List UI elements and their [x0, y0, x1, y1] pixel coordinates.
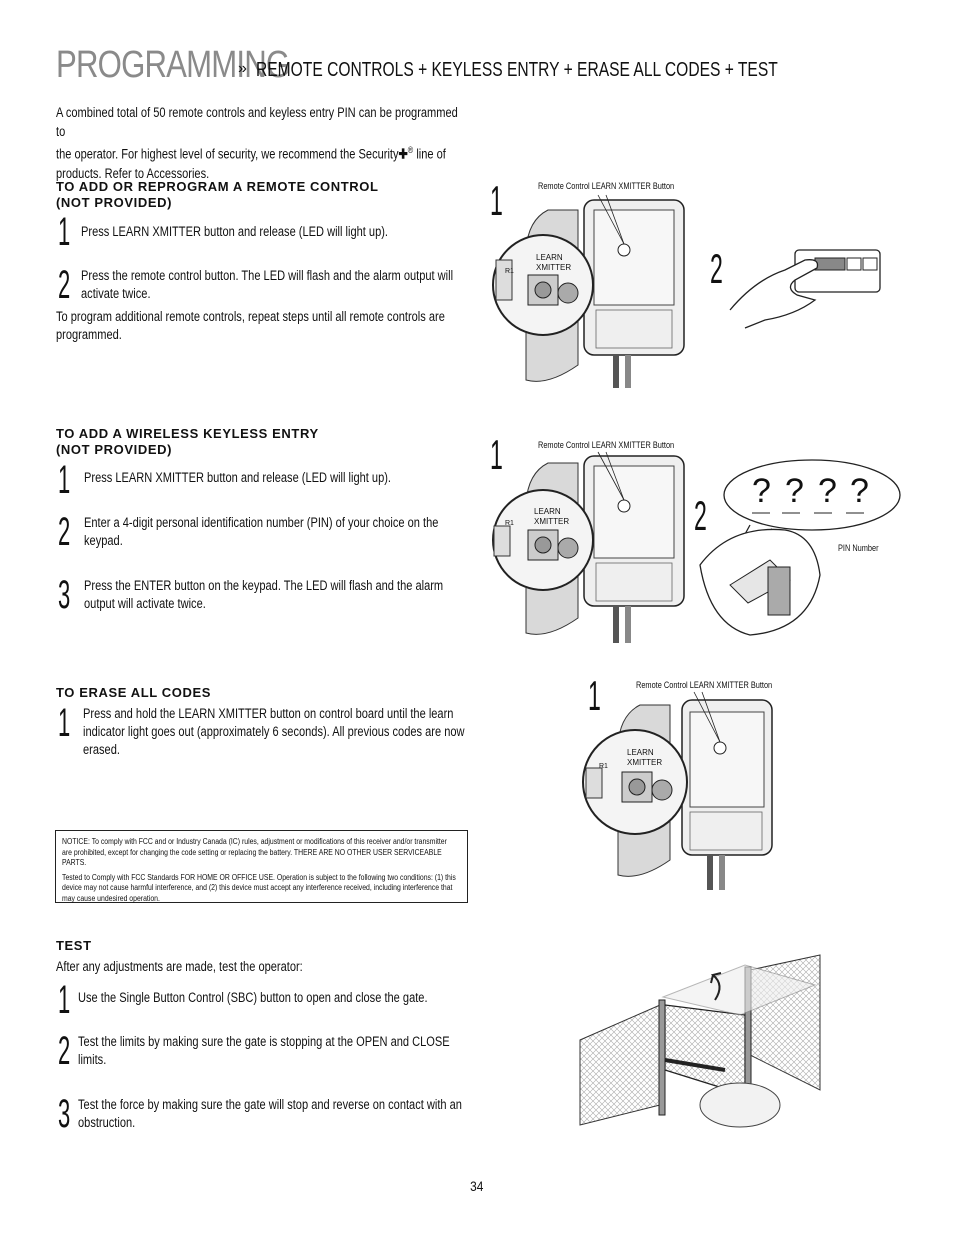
pin-digit: ?	[785, 472, 804, 510]
remote-note: To program additional remote controls, r…	[56, 309, 445, 342]
step-number: 1	[58, 210, 71, 254]
step-text: Press the remote control button. The LED…	[81, 268, 454, 301]
r1-label: R1	[505, 520, 514, 527]
keyless-heading: TO ADD A WIRELESS KEYLESS ENTRY (NOT PRO…	[56, 426, 319, 457]
notice-paragraph-2: Tested to Comply with FCC Standards FOR …	[62, 872, 456, 903]
pin-digit: ?	[818, 472, 837, 510]
step-number: 3	[58, 573, 71, 617]
learn-xmitter-label: LEARN XMITTER	[536, 253, 572, 272]
intro-paragraph: A combined total of 50 remote controls a…	[56, 103, 466, 183]
pin-digit: ?	[850, 472, 869, 510]
intro-line-2: the operator. For highest level of secur…	[56, 145, 446, 162]
page-number: 34	[470, 1178, 484, 1194]
pin-number-label: PIN Number	[838, 543, 879, 553]
control-board-illustration	[582, 691, 773, 890]
step-text: Test the limits by making sure the gate …	[78, 1034, 450, 1067]
r1-label: R1	[505, 268, 514, 275]
test-heading: TEST	[56, 938, 92, 953]
step-text: Press LEARN XMITTER button and release (…	[81, 224, 389, 239]
title-separator: »	[238, 60, 247, 77]
control-board-illustration	[492, 451, 685, 643]
step-text: Use the Single Button Control (SBC) butt…	[78, 990, 428, 1005]
figure-step-number: 2	[710, 245, 723, 292]
step-number: 2	[58, 263, 71, 307]
test-intro: After any adjustments are made, test the…	[56, 959, 303, 974]
page-subtitle: REMOTE CONTROLS + KEYLESS ENTRY + ERASE …	[256, 59, 778, 81]
page-title: PROGRAMMING	[56, 44, 290, 87]
r1-label: R1	[599, 763, 608, 770]
figure-step-number: 1	[588, 672, 601, 719]
step-number: 2	[58, 1029, 71, 1073]
intro-line-1: A combined total of 50 remote controls a…	[56, 105, 458, 139]
figure-step-number: 1	[490, 431, 503, 478]
step-text: Press and hold the LEARN XMITTER button …	[83, 706, 465, 757]
learn-xmitter-label: LEARN XMITTER	[627, 748, 663, 767]
step-number: 3	[58, 1092, 71, 1136]
control-board-illustration	[492, 194, 685, 388]
step-number: 1	[58, 978, 71, 1022]
step-text: Test the force by making sure the gate w…	[78, 1097, 462, 1130]
security-plus-icon: ✚	[398, 146, 408, 162]
intro-line-3: products. Refer to Accessories.	[56, 165, 210, 181]
figure-caption: Remote Control LEARN XMITTER Button	[538, 440, 675, 450]
erase-heading: TO ERASE ALL CODES	[56, 685, 212, 700]
figure-caption: Remote Control LEARN XMITTER Button	[636, 680, 773, 690]
gate-test-illustration	[579, 954, 821, 1128]
figure-step-number: 2	[694, 492, 707, 539]
fcc-notice-box: NOTICE: To comply with FCC and or Indust…	[55, 830, 468, 903]
figure-caption: Remote Control LEARN XMITTER Button	[538, 181, 675, 191]
remote-control-hand-illustration	[729, 249, 881, 329]
step-text: Press the ENTER button on the keypad. Th…	[84, 578, 444, 611]
step-text: Enter a 4-digit personal identification …	[84, 515, 439, 548]
notice-paragraph-1: NOTICE: To comply with FCC and or Indust…	[62, 837, 447, 867]
remote-heading: TO ADD OR REPROGRAM A REMOTE CONTROL (NO…	[56, 179, 379, 210]
figure-step-number: 1	[490, 177, 503, 224]
step-number: 1	[58, 458, 71, 502]
keypad-pin-illustration	[699, 459, 901, 636]
pin-digit: ?	[752, 472, 771, 510]
learn-xmitter-label: LEARN XMITTER	[534, 507, 570, 526]
title-main: PROGRAMMING	[56, 44, 290, 86]
step-number: 1	[58, 701, 71, 745]
step-number: 2	[58, 510, 71, 554]
step-text: Press LEARN XMITTER button and release (…	[84, 470, 392, 485]
